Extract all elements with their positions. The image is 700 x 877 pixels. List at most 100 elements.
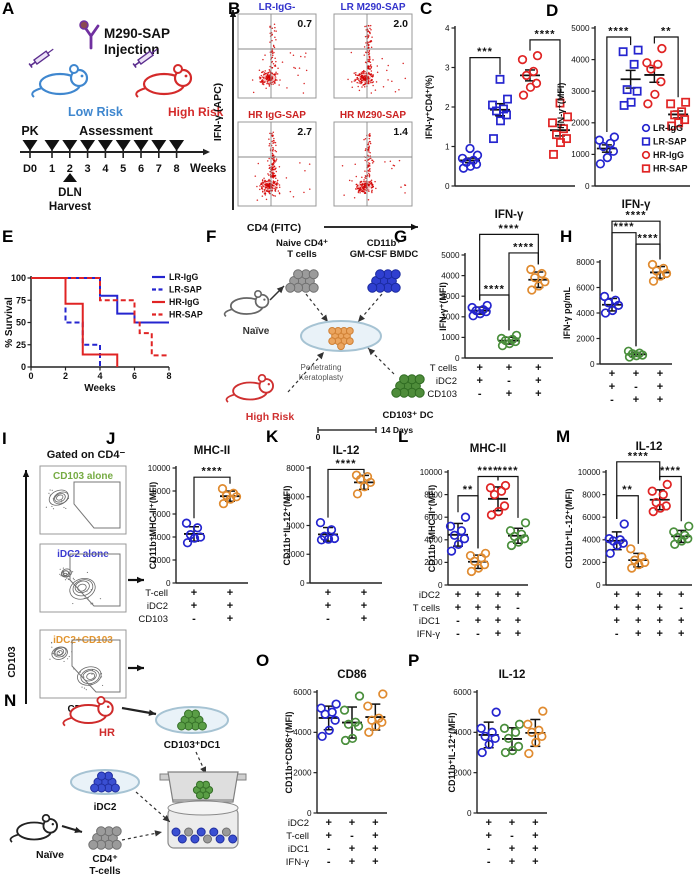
- svg-text:4000: 4000: [152, 533, 171, 542]
- svg-text:+: +: [609, 368, 615, 380]
- svg-text:+: +: [495, 615, 501, 627]
- svg-text:+: +: [515, 615, 521, 627]
- gate-polygon: [69, 553, 121, 607]
- svg-text:6000: 6000: [286, 493, 305, 502]
- svg-text:+: +: [475, 602, 481, 614]
- svg-text:IFN-γ⁺(MFI): IFN-γ⁺(MFI): [438, 282, 448, 331]
- assessment-marker: [44, 140, 60, 151]
- svg-text:IFN-γ⁺(MFI): IFN-γ⁺(MFI): [556, 83, 566, 132]
- svg-text:LR-SAP: LR-SAP: [653, 137, 687, 147]
- significance-stars: ****: [335, 458, 356, 470]
- data-group-LR-SAP: [488, 74, 512, 144]
- data-group-HR-IgG: [642, 43, 667, 109]
- svg-text:-: -: [478, 388, 482, 400]
- svg-text:+: +: [485, 817, 491, 829]
- svg-text:+: +: [609, 381, 615, 393]
- chart-P: 0200040006000IL-12CD11b⁺IL-12⁺(MFI)++++-…: [447, 669, 548, 868]
- svg-text:-: -: [510, 830, 514, 842]
- panel-letter-p: P: [408, 651, 420, 670]
- mouse-icon: [9, 814, 58, 843]
- significance-bracket: [606, 36, 632, 133]
- svg-text:6000: 6000: [424, 513, 443, 522]
- data-group-iDC2 + T cells: [445, 512, 471, 556]
- assessment-marker: [115, 140, 131, 151]
- significance-bracket: [469, 57, 501, 144]
- significance-stars: ****: [201, 466, 222, 478]
- svg-text:T-cell: T-cell: [145, 588, 168, 599]
- data-group-iDC2 + iDC1 + IFN-γ: [669, 521, 694, 549]
- svg-text:8000: 8000: [576, 258, 595, 267]
- dln-harvest-marker: [63, 173, 77, 182]
- svg-text:-: -: [326, 613, 330, 625]
- significance-bracket: [611, 220, 661, 292]
- significance-stars: ****: [608, 26, 629, 38]
- chart-D: 010002000300040005000IFN-γ⁺(MFI)******LR…: [556, 24, 691, 191]
- svg-text:-: -: [456, 628, 460, 640]
- gate-polygon: [73, 481, 121, 529]
- svg-text:CD86: CD86: [337, 669, 366, 681]
- significance-bracket: [479, 233, 539, 301]
- svg-text:0: 0: [21, 362, 26, 372]
- assessment-marker: [22, 140, 38, 151]
- svg-text:5000: 5000: [441, 251, 460, 260]
- svg-text:4000: 4000: [571, 55, 590, 64]
- significance-stars: ****: [625, 210, 646, 222]
- data-group-iDC2 + iDC1 + IFN-γ: [499, 719, 525, 758]
- svg-text:IFN-γ⁺CD4⁺(%): IFN-γ⁺CD4⁺(%): [424, 75, 434, 139]
- svg-text:6000: 6000: [576, 283, 595, 292]
- panel-letter-b: B: [228, 0, 241, 18]
- svg-text:D0: D0: [23, 163, 37, 175]
- significance-stars: ****: [497, 465, 518, 477]
- significance-bracket: [497, 475, 519, 518]
- svg-text:+: +: [455, 602, 461, 614]
- significance-stars: **: [661, 26, 672, 38]
- svg-text:3000: 3000: [571, 87, 590, 96]
- svg-text:+: +: [515, 628, 521, 640]
- assessment-marker: [133, 140, 149, 151]
- data-group-iDC2 + T-cell: [476, 707, 501, 758]
- svg-text:+: +: [349, 843, 355, 855]
- mouse-icon: [135, 64, 193, 98]
- svg-text:0: 0: [445, 182, 450, 191]
- svg-text:+: +: [476, 375, 482, 387]
- svg-text:14 Days: 14 Days: [381, 425, 413, 435]
- svg-text:10000: 10000: [148, 464, 171, 473]
- svg-text:+: +: [509, 856, 515, 868]
- svg-text:+: +: [475, 615, 481, 627]
- significance-bracket: [193, 476, 231, 519]
- svg-text:+: +: [495, 628, 501, 640]
- svg-text:+: +: [614, 589, 620, 601]
- svg-text:iDC2: iDC2: [147, 601, 168, 612]
- svg-text:+: +: [635, 602, 641, 614]
- svg-text:2000: 2000: [453, 768, 472, 777]
- data-group-iDC2 + T cells: [604, 519, 629, 559]
- svg-text:3000: 3000: [441, 292, 460, 301]
- svg-text:-: -: [507, 375, 511, 387]
- svg-text:2: 2: [67, 163, 73, 175]
- svg-text:+: +: [325, 830, 331, 842]
- significance-bracket: [635, 243, 661, 347]
- svg-text:+: +: [495, 589, 501, 601]
- svg-text:+: +: [485, 830, 491, 842]
- svg-text:T-cell: T-cell: [286, 831, 309, 842]
- svg-text:+: +: [515, 589, 521, 601]
- svg-text:+: +: [633, 394, 639, 406]
- svg-text:+: +: [372, 817, 378, 829]
- svg-text:IFN-γ pg/mL: IFN-γ pg/mL: [562, 287, 572, 339]
- svg-text:+: +: [532, 817, 538, 829]
- svg-text:High Risk: High Risk: [168, 105, 224, 119]
- svg-text:0: 0: [316, 432, 321, 442]
- svg-text:T cells: T cells: [287, 249, 317, 260]
- svg-text:+: +: [657, 589, 663, 601]
- svg-text:0: 0: [596, 581, 601, 590]
- svg-text:HR IgG-SAP: HR IgG-SAP: [248, 110, 306, 121]
- dot-cloud: [341, 132, 407, 201]
- data-group-iDC2 + T-cell + iDC1 + IFN-γ: [363, 689, 388, 737]
- svg-text:-: -: [327, 843, 331, 855]
- svg-text:iDC1: iDC1: [419, 616, 440, 627]
